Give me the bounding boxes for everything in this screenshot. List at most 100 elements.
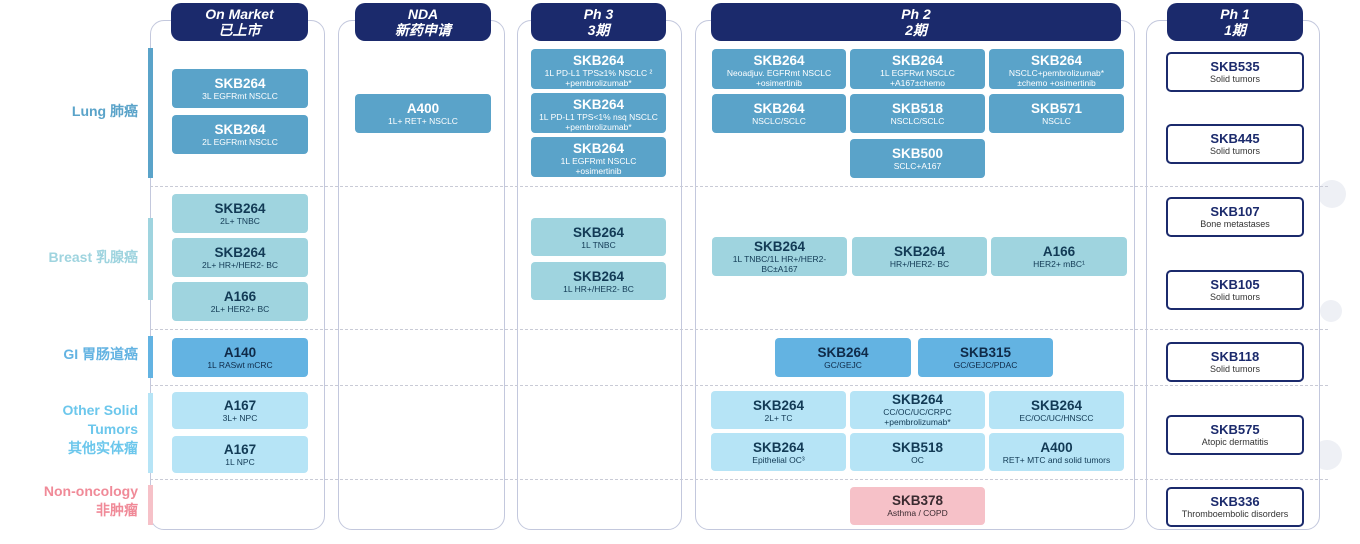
pipeline-card: SKB264 2L+ TNBC [172,194,308,233]
indication: HR+/HER2- BC [889,259,950,269]
indication: HER2+ mBC¹ [1033,259,1085,269]
drug-name: SKB264 [817,345,869,360]
indication: 2L+ TNBC [220,216,260,226]
indication: 1L NPC [225,457,255,467]
pipeline-card: SKB264 HR+/HER2- BC [852,237,987,276]
pipeline-card: SKB518 NSCLC/SCLC [850,94,985,133]
indication: BC±A167 [761,264,798,274]
pipeline-card: SKB264 1L EGFRmt NSCLC +osimertinib [531,137,666,177]
row-label-line: Tumors [87,421,138,437]
drug-name: SKB264 [1030,53,1083,68]
drug-name: SKB264 [572,225,625,240]
header-zh: 2期 [905,22,927,38]
row-label-lung: Lung 肺癌 [71,103,138,119]
indication: 2L+ TC [764,413,793,423]
header-en: Ph 1 [1220,6,1250,22]
indication: Solid tumors [1209,292,1261,302]
indication: 1L TNBC [581,240,616,250]
indication: NSCLC [1042,116,1071,126]
indication: Solid tumors [1209,146,1261,156]
indication: +osimertinib [575,166,622,176]
pipeline-card: A166 HER2+ mBC¹ [991,237,1127,276]
pipeline-card: SKB575 Atopic dermatitis [1166,415,1304,455]
indication: GC/GEJC/PDAC [953,360,1018,370]
header-zh: 1期 [1224,22,1246,38]
header-en: On Market [205,6,274,22]
row-label-non-oncology: Non-oncology 非肿瘤 [0,482,138,520]
pipeline-card: A167 1L NPC [172,436,308,473]
indication: Neoadjuv. EGFRmt NSCLC [726,68,832,78]
pipeline-card: SKB535 Solid tumors [1166,52,1304,92]
drug-name: SKB500 [891,146,944,161]
drug-name: SKB264 [572,141,625,156]
pipeline-card: SKB571 NSCLC [989,94,1124,133]
column-header-on-market: On Market 已上市 [171,3,308,41]
indication: +A167±chemo [890,78,945,88]
pipeline-card: SKB264 CC/OC/UC/CRPC +pembrolizumab* [850,391,985,429]
pipeline-card: SKB264 2L EGFRmt NSCLC [172,115,308,154]
drug-name: SKB264 [1030,398,1083,413]
drug-name: SKB118 [1210,349,1260,364]
indication: +pembrolizumab* [884,417,951,427]
drug-name: SKB264 [753,101,805,116]
drug-name: SKB264 [752,440,805,455]
row-separator [150,329,1328,330]
drug-name: SKB336 [1210,494,1260,509]
drug-name: SKB264 [572,269,625,284]
drug-name: SKB518 [891,440,944,455]
row-label-line: 非肿瘤 [96,502,138,518]
pipeline-card: SKB264 Epithelial OC³ [711,433,846,471]
pipeline-card: SKB264 GC/GEJC [775,338,911,377]
header-en: Ph 3 [583,6,614,22]
pipeline-card: A166 2L+ HER2+ BC [172,282,308,321]
decor-dot [1318,180,1346,208]
drug-name: SKB378 [891,493,944,508]
indication: Asthma / COPD [887,508,948,518]
indication: 1L+ RET+ NSCLC [388,116,458,126]
drug-name: SKB571 [1030,101,1083,116]
row-label-line: Non-oncology [43,483,138,499]
indication: +osimertinib [755,78,803,88]
indication: NSCLC/SCLC [752,116,806,126]
decor-dot [1320,300,1342,322]
pipeline-card: SKB264 3L EGFRmt NSCLC [172,69,308,108]
indication: ±chemo +osimertinib [1017,78,1096,88]
pipeline-card: SKB264 NSCLC/SCLC [712,94,846,133]
indication: 3L EGFRmt NSCLC [202,91,278,101]
column-header-ph1: Ph 1 1期 [1167,3,1303,41]
drug-name: SKB518 [891,101,944,116]
pipeline-card: SKB264 2L+ TC [711,391,846,429]
row-bar-breast [148,218,153,300]
indication: 1L HR+/HER2- BC [563,284,634,294]
indication: CC/OC/UC/CRPC [883,407,952,417]
pipeline-card: SKB264 EC/OC/UC/HNSCC [989,391,1124,429]
row-separator [150,479,1328,480]
indication: GC/GEJC [824,360,862,370]
drug-name: SKB264 [891,392,944,407]
pipeline-card: SKB264 1L EGFRwt NSCLC +A167±chemo [850,49,985,89]
column-header-ph2: Ph 2 2期 [711,3,1121,41]
pipeline-card: SKB264 Neoadjuv. EGFRmt NSCLC +osimertin… [712,49,846,89]
pipeline-card: A400 RET+ MTC and solid tumors [989,433,1124,471]
row-label-breast: Breast 乳腺癌 [48,249,138,265]
pipeline-card: SKB378 Asthma / COPD [850,487,985,525]
drug-name: SKB535 [1210,59,1260,74]
row-bar-other [148,393,153,473]
indication: 1L TNBC/1L HR+/HER2- [732,254,827,264]
pipeline-card: SKB264 1L TNBC/1L HR+/HER2- BC±A167 [712,237,847,276]
drug-name: SKB264 [214,245,266,260]
drug-name: SKB264 [891,53,944,68]
drug-name: SKB264 [753,53,805,68]
indication: 1L RASwt mCRC [207,360,273,370]
indication: NSCLC/SCLC [890,116,945,126]
drug-name: SKB445 [1210,131,1260,146]
row-label-line: 其他实体瘤 [68,440,138,456]
pipeline-card: A400 1L+ RET+ NSCLC [355,94,491,133]
pipeline-card: SKB336 Thromboembolic disorders [1166,487,1304,527]
pipeline-card: A167 3L+ NPC [172,392,308,429]
indication: Bone metastases [1200,219,1270,229]
indication: RET+ MTC and solid tumors [1002,455,1111,465]
indication: 2L EGFRmt NSCLC [202,137,278,147]
row-separator [150,186,1328,187]
header-zh: 3期 [587,22,610,38]
